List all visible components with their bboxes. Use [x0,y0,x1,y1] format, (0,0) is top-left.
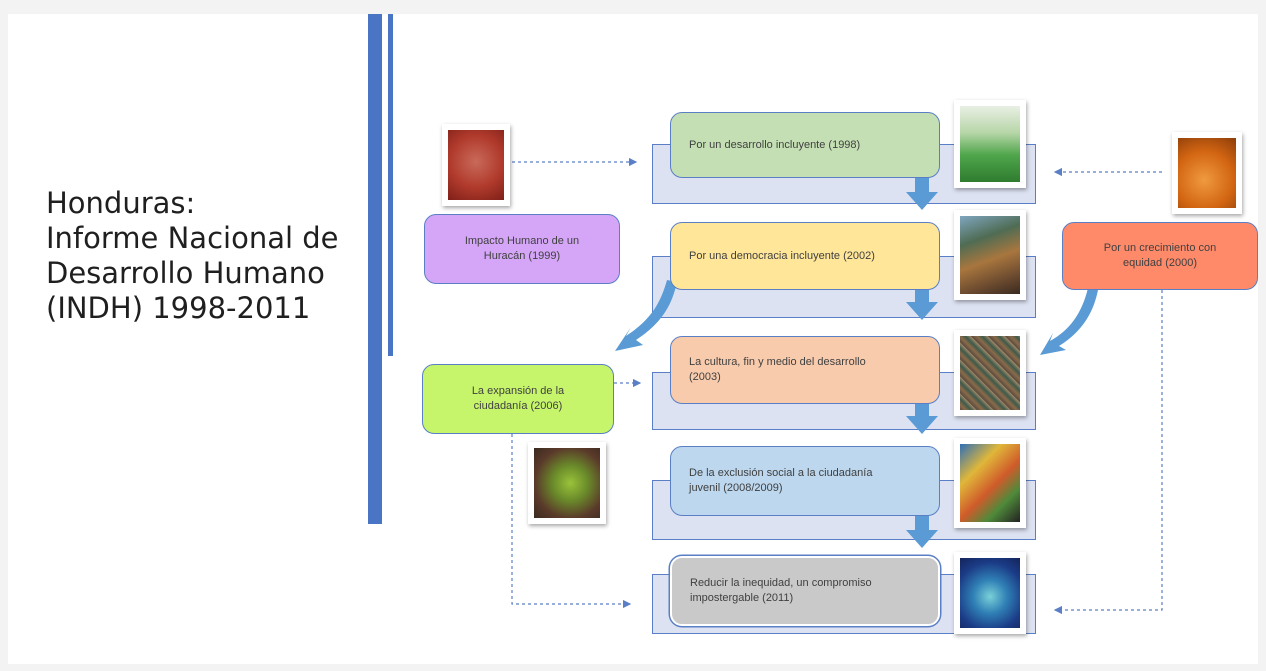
report-cover-icon [1172,132,1242,214]
report-cover-icon [954,438,1026,528]
report-cover-icon [954,210,1026,300]
flow-arrow-1 [906,172,938,210]
report-2003-line1: La cultura, fin y medio del desarrollo [689,356,866,368]
report-cover-icon [954,552,1026,634]
report-2011-line2: impostergable (2011) [690,592,794,604]
report-2000-box: Por un crecimiento con equidad (2000) [1062,222,1258,290]
report-2008-line1: De la exclusión social a la ciudadanía [689,467,873,479]
accent-bar-thick [368,14,382,524]
flow-arrow-2 [906,282,938,320]
slide-title: Honduras: Informe Nacional de Desarrollo… [46,186,366,326]
report-cover-icon [954,330,1026,416]
curved-arrow-2000-to-2003 [1040,288,1098,355]
accent-bar-thin [388,14,393,356]
report-2008-line2: juvenil (2008/2009) [689,482,783,494]
report-2006-box: La expansión de la ciudadanía (2006) [422,364,614,434]
report-1998-box: Por un desarrollo incluyente (1998) [670,112,940,178]
report-1998-label: Por un desarrollo incluyente (1998) [689,138,861,151]
report-2011-line1: Reducir la inequidad, un compromiso [690,577,872,589]
report-1999-line2: Huracán (1999) [483,250,561,262]
report-1999-line1: Impacto Humano de un [464,235,580,247]
flow-arrow-4 [906,510,938,548]
flow-arrow-3 [906,396,938,434]
curved-arrow-2002-to-2006 [615,280,677,351]
report-cover-icon [442,124,510,206]
report-2000-line2: equidad (2000) [1122,257,1197,269]
report-2000-line1: Por un crecimiento con [1103,242,1217,254]
report-1999-box: Impacto Humano de un Huracán (1999) [424,214,620,284]
report-2006-line1: La expansión de la [471,385,565,397]
report-2002-box: Por una democracia incluyente (2002) [670,222,940,290]
connector-2000-to-2011 [1053,290,1163,615]
report-2008-box: De la exclusión social a la ciudadanía j… [670,446,940,516]
report-cover-icon [954,100,1026,188]
title-line-1: Honduras: [46,186,196,220]
down-arrow-icon [906,172,938,548]
curved-arrow-icon [615,280,1098,355]
report-2002-label: Por una democracia incluyente (2002) [689,249,875,262]
report-2003-box: La cultura, fin y medio del desarrollo (… [670,336,940,404]
report-cover-icon [528,442,606,524]
report-2003-line2: (2003) [689,371,721,383]
title-line-4: (INDH) 1998-2011 [46,291,311,325]
connector-2006-to-2011 [511,434,632,609]
title-line-2: Informe Nacional de [46,221,339,255]
report-2006-line2: ciudadanía (2006) [473,400,563,412]
report-2011-box: Reducir la inequidad, un compromiso impo… [670,556,940,626]
title-line-3: Desarrollo Humano [46,256,325,290]
